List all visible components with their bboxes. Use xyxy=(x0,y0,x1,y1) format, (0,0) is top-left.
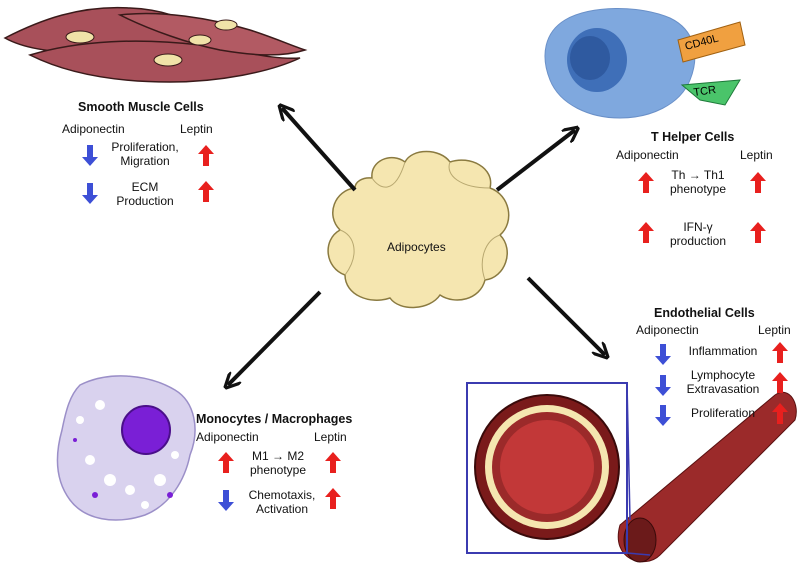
down-arrow-icon xyxy=(655,405,671,426)
up-arrow-icon xyxy=(772,372,788,393)
adipocytes-label: Adipocytes xyxy=(387,240,446,254)
effect-text: Proliferation, Migration xyxy=(111,140,179,169)
leptin-header: Leptin xyxy=(758,323,791,337)
receptor-label-tcr: TCR xyxy=(693,84,717,99)
up-arrow-icon xyxy=(325,488,341,509)
effect-text: Proliferation xyxy=(690,406,756,420)
connector-arrows xyxy=(228,108,605,385)
leptin-header: Leptin xyxy=(180,122,213,136)
panel-title-t-helper: T Helper Cells xyxy=(651,130,735,144)
panel-title-endothelial: Endothelial Cells xyxy=(654,306,755,320)
smooth-muscle-cells-illustration xyxy=(3,6,308,83)
leptin-header: Leptin xyxy=(314,430,347,444)
panel-title-monocytes: Monocytes / Macrophages xyxy=(196,412,353,426)
up-arrow-icon xyxy=(750,222,766,243)
adiponectin-header: Adiponectin xyxy=(62,122,125,136)
up-arrow-icon xyxy=(772,342,788,363)
adiponectin-header: Adiponectin xyxy=(636,323,699,337)
down-arrow-icon xyxy=(218,490,234,511)
effect-text: IFN-γ production xyxy=(669,220,727,249)
effect-text: Inflammation xyxy=(688,344,758,358)
effect-text: Lymphocyte Extravasation xyxy=(686,368,760,397)
down-arrow-icon xyxy=(82,145,98,166)
effect-text: Chemotaxis, Activation xyxy=(248,488,316,517)
down-arrow-icon xyxy=(655,375,671,396)
up-arrow-icon xyxy=(750,172,766,193)
down-arrow-icon xyxy=(82,183,98,204)
effect-text: Th → Th1 phenotype xyxy=(669,168,727,197)
panel-title-smooth-muscle: Smooth Muscle Cells xyxy=(78,100,204,114)
adiponectin-header: Adiponectin xyxy=(616,148,679,162)
up-arrow-icon xyxy=(772,403,788,424)
effect-text: M1 → M2 phenotype xyxy=(249,449,307,478)
up-arrow-icon xyxy=(198,145,214,166)
up-arrow-icon xyxy=(638,172,654,193)
t-helper-cell-illustration: CD40L TCR xyxy=(544,8,746,119)
down-arrow-icon xyxy=(655,344,671,365)
adiponectin-header: Adiponectin xyxy=(196,430,259,444)
effect-text: ECM Production xyxy=(116,180,174,209)
leptin-header: Leptin xyxy=(740,148,773,162)
up-arrow-icon xyxy=(638,222,654,243)
cross-section-frame xyxy=(466,382,628,554)
macrophage-illustration xyxy=(56,375,196,521)
blood-vessel-illustration xyxy=(466,382,797,563)
adipocytes-cloud xyxy=(327,150,510,309)
up-arrow-icon xyxy=(325,452,341,473)
up-arrow-icon xyxy=(198,181,214,202)
up-arrow-icon xyxy=(218,452,234,473)
